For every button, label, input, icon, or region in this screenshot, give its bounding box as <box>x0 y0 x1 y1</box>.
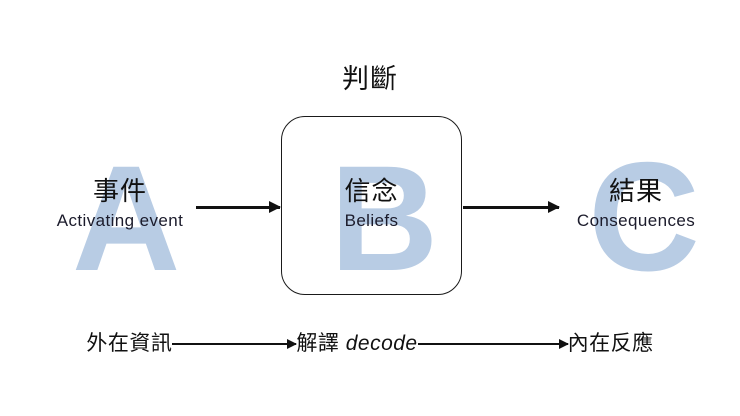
node-activating-event: 事件 Activating event <box>18 176 222 232</box>
node-a-english-label: Activating event <box>56 210 184 230</box>
bottom-flow-step-2-chinese: 解譯 <box>296 332 340 355</box>
beliefs-box <box>281 116 462 295</box>
node-b-chinese-label: 信念 <box>344 176 399 206</box>
bottom-flow-step-1: 外在資訊 <box>86 332 173 355</box>
ghost-letter-c: C <box>588 130 700 303</box>
bottom-flow-step-2-english: decode <box>339 332 418 355</box>
node-beliefs: 信念 Beliefs <box>281 176 462 232</box>
node-c-chinese-label: 結果 <box>608 176 663 206</box>
arrow-right-icon-a-to-b <box>196 201 281 213</box>
bottom-flow-step-3: 內在反應 <box>567 332 654 355</box>
node-b-english-label: Beliefs <box>344 210 399 230</box>
node-c-english-label: Consequences <box>576 210 696 230</box>
arrow-right-icon-flow-2 <box>417 338 569 349</box>
diagram-title: 判斷 <box>342 64 398 94</box>
bottom-flow-row: 外在資訊 解譯 decode 內在反應 <box>0 333 740 354</box>
bottom-flow-step-2: 解譯 decode <box>296 333 417 354</box>
arrow-right-icon-flow-1 <box>172 338 298 349</box>
arrow-right-icon-b-to-c <box>463 201 560 213</box>
node-a-chinese-label: 事件 <box>92 176 147 206</box>
ghost-letter-a: A <box>72 134 181 302</box>
ghost-letter-b: B <box>330 134 439 302</box>
node-consequences: 結果 Consequences <box>548 176 724 232</box>
